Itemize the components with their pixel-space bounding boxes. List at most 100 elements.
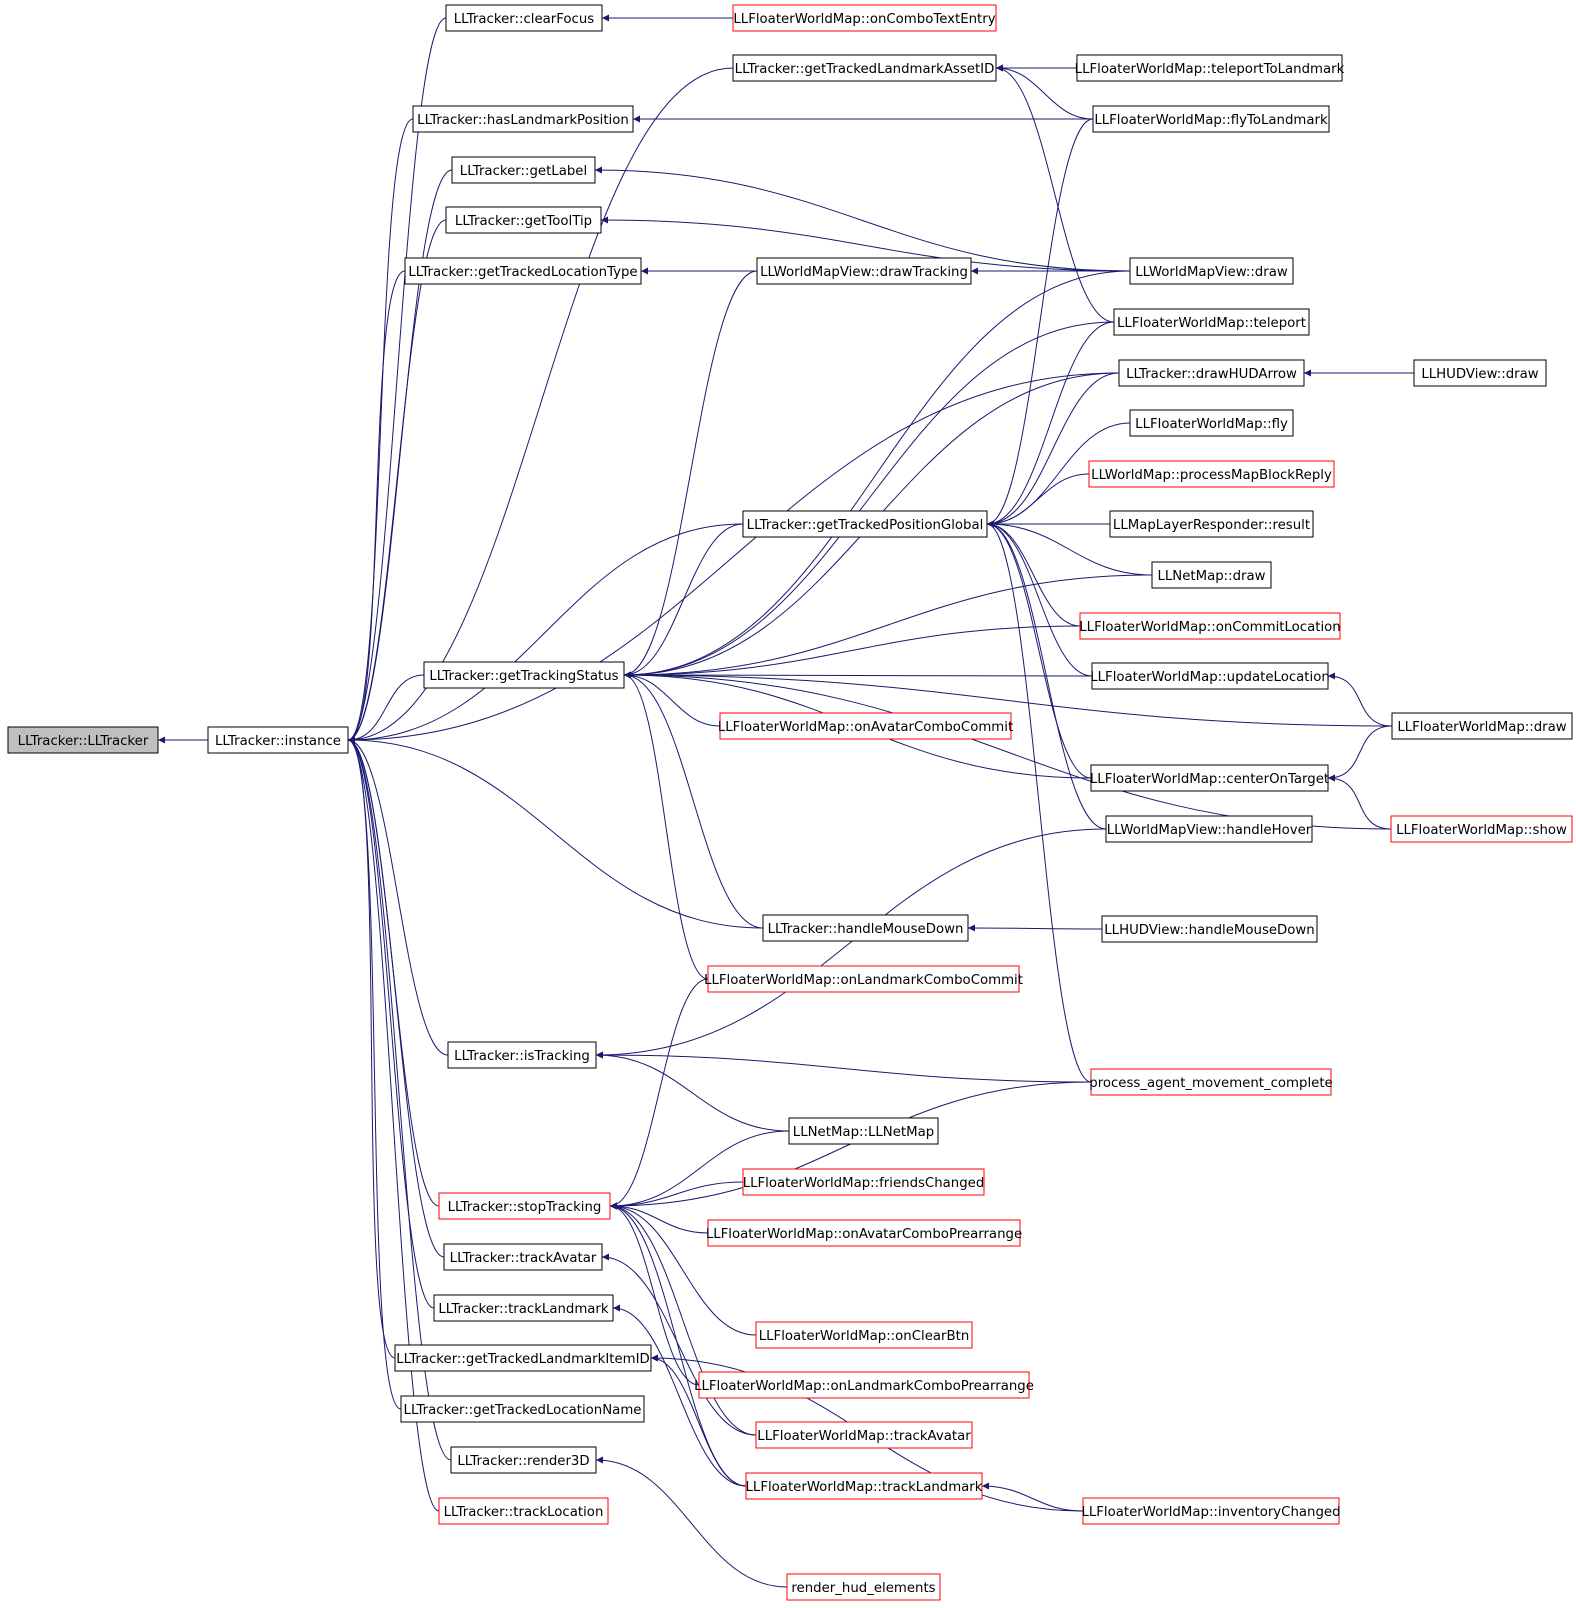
edge-handleMouseDown-to-getTrackingStatus — [623, 671, 764, 929]
node-fwmTrackAvatar[interactable]: LLFloaterWorldMap::trackAvatar — [755, 1421, 973, 1449]
edge-fwmTrackLandmark-to-getTrackedLandmarkItemID — [650, 1354, 747, 1487]
node-getTrackedLocationType[interactable]: LLTracker::getTrackedLocationType — [404, 257, 642, 285]
node-box — [698, 1371, 1030, 1399]
node-label: LLTracker::getTrackedLandmarkItemID — [396, 1352, 650, 1367]
node-onLandmarkComboPrearrange[interactable]: LLFloaterWorldMap::onLandmarkComboPrearr… — [694, 1371, 1034, 1399]
node-hudHandleMouseDown[interactable]: LLHUDView::handleMouseDown — [1101, 915, 1318, 943]
node-onComboTextEntry[interactable]: LLFloaterWorldMap::onComboTextEntry — [732, 4, 997, 32]
node-wmvDraw[interactable]: LLWorldMapView::draw — [1129, 257, 1294, 285]
edge-wmvDraw-to-getTrackingStatus — [623, 270, 1131, 679]
node-label: LLTracker::getTrackedLandmarkAssetID — [735, 62, 995, 77]
node-getTrackedLandmarkItemID[interactable]: LLTracker::getTrackedLandmarkItemID — [394, 1344, 652, 1372]
node-teleportToLandmark[interactable]: LLFloaterWorldMap::teleportToLandmark — [1075, 54, 1345, 82]
node-onClearBtn[interactable]: LLFloaterWorldMap::onClearBtn — [755, 1321, 973, 1349]
edge-teleport-to-getTrackedPositionGlobal — [986, 321, 1115, 528]
node-clearFocus[interactable]: LLTracker::clearFocus — [445, 4, 603, 32]
node-box — [786, 1573, 941, 1601]
node-processMapBlockReply[interactable]: LLWorldMap::processMapBlockReply — [1088, 460, 1335, 488]
node-label: LLTracker::getTrackedLocationType — [408, 265, 637, 280]
node-label: LLFloaterWorldMap::teleportToLandmark — [1075, 62, 1345, 77]
node-fly[interactable]: LLFloaterWorldMap::fly — [1129, 409, 1294, 437]
node-onAvatarComboCommit[interactable]: LLFloaterWorldMap::onAvatarComboCommit — [718, 712, 1013, 740]
node-render3D[interactable]: LLTracker::render3D — [450, 1446, 597, 1474]
node-box — [1390, 815, 1573, 843]
node-box — [1391, 712, 1573, 740]
edge-flyToLandmark-to-getTrackedPositionGlobal — [986, 118, 1094, 528]
node-renderHud[interactable]: render_hud_elements — [786, 1573, 941, 1601]
node-flyToLandmark[interactable]: LLFloaterWorldMap::flyToLandmark — [1092, 105, 1330, 133]
node-trackAvatar[interactable]: LLTracker::trackAvatar — [443, 1243, 603, 1271]
node-onAvatarComboPrearrange[interactable]: LLFloaterWorldMap::onAvatarComboPrearran… — [706, 1219, 1022, 1247]
node-label: LLTracker::render3D — [457, 1454, 589, 1469]
node-drawHUDArrow[interactable]: LLTracker::drawHUDArrow — [1118, 359, 1305, 387]
node-getLabel[interactable]: LLTracker::getLabel — [451, 156, 596, 184]
node-box — [400, 1395, 645, 1423]
edge-getTrackingStatus-to-instance — [347, 674, 425, 744]
node-handleMouseDown[interactable]: LLTracker::handleMouseDown — [762, 914, 969, 942]
node-teleport[interactable]: LLFloaterWorldMap::teleport — [1113, 308, 1310, 336]
node-label: LLTracker::clearFocus — [454, 12, 595, 27]
node-instance[interactable]: LLTracker::instance — [207, 726, 349, 754]
node-label: LLFloaterWorldMap::show — [1396, 823, 1567, 838]
node-getTrackedPositionGlobal[interactable]: LLTracker::getTrackedPositionGlobal — [742, 510, 988, 538]
node-root[interactable]: LLTracker::LLTracker — [7, 726, 159, 754]
node-label: LLTracker::isTracking — [454, 1049, 590, 1064]
node-friendsChanged[interactable]: LLFloaterWorldMap::friendsChanged — [742, 1168, 985, 1196]
node-onLandmarkComboCommit[interactable]: LLFloaterWorldMap::onLandmarkComboCommit — [704, 965, 1023, 993]
node-label: LLTracker::getTrackedPositionGlobal — [747, 518, 984, 533]
node-label: LLFloaterWorldMap::onLandmarkComboPrearr… — [694, 1379, 1034, 1394]
node-label: LLNetMap::LLNetMap — [793, 1125, 934, 1140]
node-label: LLFloaterWorldMap::onAvatarComboPrearran… — [706, 1227, 1022, 1242]
node-box — [1092, 105, 1330, 133]
node-netmapDraw[interactable]: LLNetMap::draw — [1151, 561, 1272, 589]
node-centerOnTarget[interactable]: LLFloaterWorldMap::centerOnTarget — [1090, 764, 1329, 792]
node-fwmShow[interactable]: LLFloaterWorldMap::show — [1390, 815, 1573, 843]
node-box — [1076, 54, 1343, 82]
node-drawTracking[interactable]: LLWorldMapView::drawTracking — [756, 257, 972, 285]
edge-fwmDraw-to-getTrackingStatus — [623, 671, 1393, 727]
node-processAgentMovement[interactable]: process_agent_movement_complete — [1089, 1068, 1333, 1096]
node-getTrackedLocationName[interactable]: LLTracker::getTrackedLocationName — [400, 1395, 645, 1423]
node-label: LLFloaterWorldMap::flyToLandmark — [1094, 113, 1328, 128]
node-box — [1109, 510, 1314, 538]
edge-onLandmarkComboCommit-to-stopTracking — [609, 978, 709, 1210]
node-getTrackingStatus[interactable]: LLTracker::getTrackingStatus — [423, 661, 625, 689]
node-stopTracking[interactable]: LLTracker::stopTracking — [438, 1192, 611, 1220]
node-trackLocation[interactable]: LLTracker::trackLocation — [438, 1497, 609, 1525]
node-label: LLTracker::LLTracker — [18, 734, 149, 749]
node-label: LLWorldMapView::handleHover — [1107, 823, 1312, 838]
node-label: LLFloaterWorldMap::onClearBtn — [759, 1329, 970, 1344]
node-box — [450, 1446, 597, 1474]
node-fwmTrackLandmark[interactable]: LLFloaterWorldMap::trackLandmark — [745, 1472, 983, 1500]
node-box — [1118, 359, 1305, 387]
node-label: LLTracker::getToolTip — [455, 214, 592, 229]
node-onCommitLocation[interactable]: LLFloaterWorldMap::onCommitLocation — [1079, 612, 1341, 640]
node-hudDraw[interactable]: LLHUDView::draw — [1413, 359, 1547, 387]
node-label: LLFloaterWorldMap::centerOnTarget — [1090, 772, 1329, 787]
node-llnetmapCtor[interactable]: LLNetMap::LLNetMap — [788, 1117, 939, 1145]
node-box — [742, 510, 988, 538]
node-handleHover[interactable]: LLWorldMapView::handleHover — [1105, 815, 1313, 843]
node-fwmDraw[interactable]: LLFloaterWorldMap::draw — [1391, 712, 1573, 740]
node-box — [1151, 561, 1272, 589]
edges-layer — [158, 14, 1414, 1588]
node-box — [755, 1321, 973, 1349]
edge-getTrackedLocationName-to-instance — [347, 736, 402, 1410]
edge-fwmDraw-to-updateLocation — [1327, 672, 1393, 727]
node-getToolTip[interactable]: LLTracker::getToolTip — [445, 206, 602, 234]
node-hasLandmarkPosition[interactable]: LLTracker::hasLandmarkPosition — [412, 105, 634, 133]
node-inventoryChanged[interactable]: LLFloaterWorldMap::inventoryChanged — [1081, 1497, 1341, 1525]
node-isTracking[interactable]: LLTracker::isTracking — [447, 1041, 597, 1069]
node-box — [707, 1219, 1021, 1247]
node-box — [788, 1117, 939, 1145]
node-trackLandmark[interactable]: LLTracker::trackLandmark — [433, 1294, 614, 1322]
node-mapLayerResult[interactable]: LLMapLayerResponder::result — [1109, 510, 1314, 538]
edge-updateLocation-to-getTrackingStatus — [623, 671, 1093, 679]
node-box — [755, 1421, 973, 1449]
node-box — [423, 661, 625, 689]
node-box — [745, 1472, 983, 1500]
node-getTrackedLandmarkAssetID[interactable]: LLTracker::getTrackedLandmarkAssetID — [732, 54, 997, 82]
node-updateLocation[interactable]: LLFloaterWorldMap::updateLocation — [1090, 662, 1330, 690]
node-label: LLTracker::getTrackedLocationName — [404, 1403, 642, 1418]
